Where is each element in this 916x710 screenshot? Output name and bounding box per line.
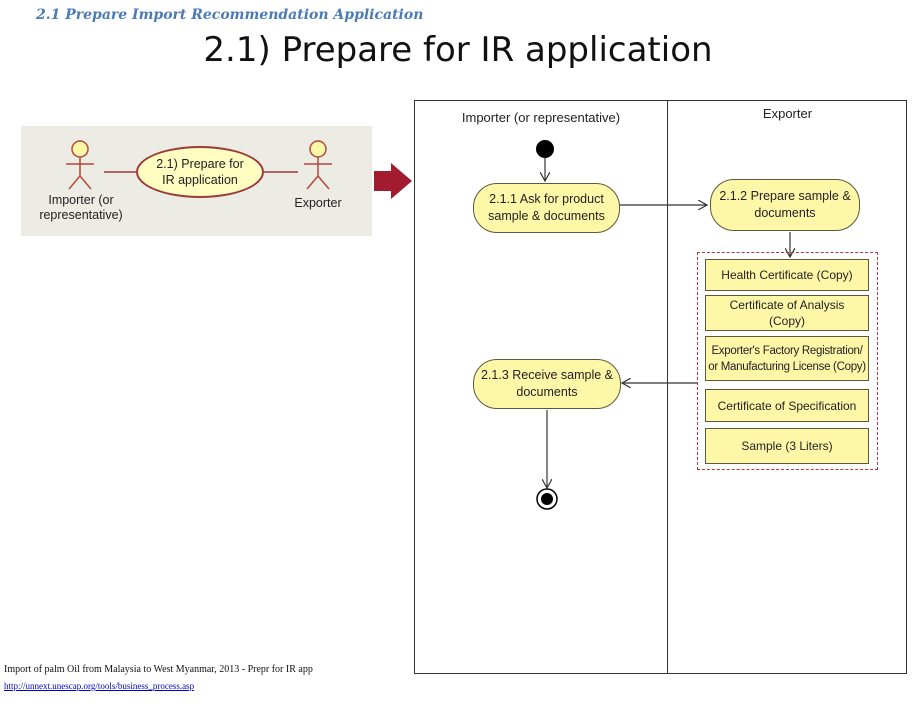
swimlane-divider <box>667 100 668 674</box>
final-node-icon <box>536 488 558 510</box>
lane-title-importer: Importer (or representative) <box>461 110 621 125</box>
source-caption: Import of palm Oil from Malaysia to West… <box>4 664 313 675</box>
actor-importer-icon <box>66 140 94 190</box>
documents-group <box>697 252 878 470</box>
big-arrow-icon <box>374 163 412 199</box>
use-case-ellipse: 2.1) Prepare for IR application <box>136 146 264 198</box>
actor-exporter-label: Exporter <box>294 196 342 210</box>
document-factory-registration: Exporter's Factory Registration/ or Manu… <box>705 336 869 381</box>
activity-diagram-frame <box>414 100 907 674</box>
section-heading: 2.1 Prepare Import Recommendation Applic… <box>36 7 424 23</box>
initial-node-icon <box>536 140 554 158</box>
document-sample: Sample (3 Liters) <box>705 428 869 464</box>
activity-prepare-sample: 2.1.2 Prepare sample & documents <box>710 179 860 231</box>
lane-title-exporter: Exporter <box>762 106 813 121</box>
source-link[interactable]: http://unnext.unescap.org/tools/business… <box>4 681 195 691</box>
document-certificate-analysis: Certificate of Analysis (Copy) <box>705 295 869 331</box>
activity-ask-sample: 2.1.1 Ask for product sample & documents <box>473 183 620 233</box>
actor-importer-label: Importer (or representative) <box>39 193 123 222</box>
actor-exporter-icon <box>304 140 332 190</box>
document-certificate-specification: Certificate of Specification <box>705 389 869 422</box>
document-health-certificate: Health Certificate (Copy) <box>705 259 869 291</box>
page-title: 2.1) Prepare for IR application <box>203 30 713 70</box>
activity-receive-sample: 2.1.3 Receive sample & documents <box>473 359 621 409</box>
